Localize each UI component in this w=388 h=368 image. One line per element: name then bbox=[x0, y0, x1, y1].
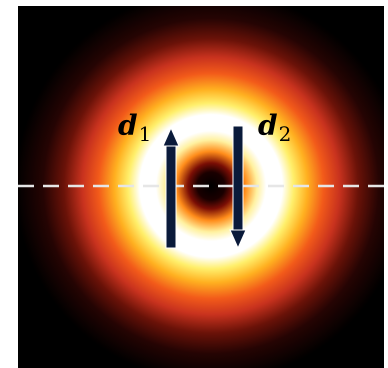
label-d1: d1 bbox=[118, 112, 151, 144]
donut-beam-image bbox=[18, 6, 384, 368]
label-d2: d2 bbox=[258, 112, 291, 144]
